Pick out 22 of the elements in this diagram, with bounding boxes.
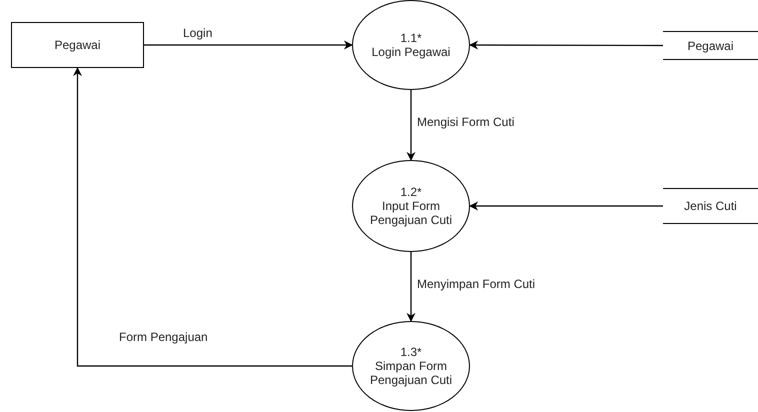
external-entity-box xyxy=(11,22,144,68)
node-label: Login Pegawai xyxy=(372,45,450,59)
data-store xyxy=(663,188,758,224)
process-number: 1.1* xyxy=(400,31,422,45)
node-label: Pegawai xyxy=(54,38,101,52)
edge-label: Login xyxy=(182,26,214,40)
arrow xyxy=(406,252,416,322)
node-label: Simpan Form Pengajuan Cuti xyxy=(368,359,454,387)
data-store xyxy=(663,31,758,60)
process-number: 1.2* xyxy=(400,185,422,199)
edge-label: Mengisi Form Cuti xyxy=(416,115,516,129)
arrow xyxy=(469,40,663,50)
node-label: Jenis Cuti xyxy=(684,199,737,213)
arrow xyxy=(144,40,353,50)
node-label: Input Form Pengajuan Cuti xyxy=(368,199,454,227)
arrow xyxy=(406,90,416,161)
process-number: 1.3* xyxy=(400,345,422,359)
edge-label: Menyimpan Form Cuti xyxy=(416,277,536,291)
arrow xyxy=(469,202,663,210)
edge-label: Form Pengajuan xyxy=(118,330,209,344)
node-label: Pegawai xyxy=(687,38,734,52)
arrow xyxy=(73,67,352,367)
